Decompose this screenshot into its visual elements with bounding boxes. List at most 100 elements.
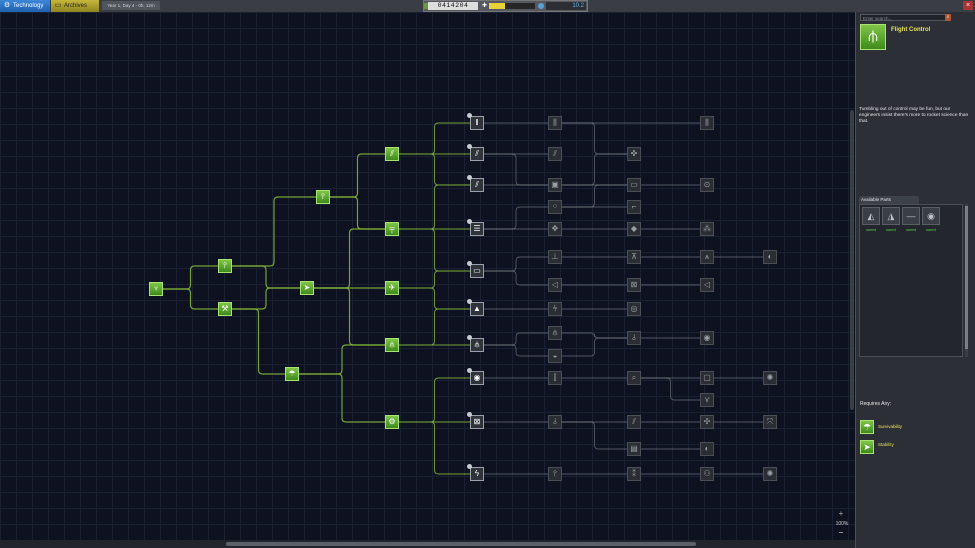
tech-node-electrics[interactable]: ϟ (470, 467, 484, 481)
tech-node-t5_7[interactable]: ▢ (700, 371, 714, 385)
tech-node-t3_6[interactable]: ⊥ (548, 250, 562, 264)
vertical-scrollbar[interactable] (850, 110, 854, 410)
tree-link (163, 288, 218, 310)
tech-node-advConstruction[interactable]: ☰ (470, 222, 484, 236)
available-indicator (467, 175, 472, 180)
tech-node-t5_3[interactable]: ⁂ (700, 222, 714, 236)
tech-node-t5_2[interactable]: ⊙ (700, 178, 714, 192)
tree-link (562, 332, 627, 339)
requirement-stability[interactable]: Stability (878, 442, 894, 447)
stability-icon[interactable]: ➤ (860, 440, 874, 454)
tech-node-t5_8[interactable]: ⋎ (700, 393, 714, 407)
parts-scrollbar-thumb[interactable] (965, 206, 968, 349)
tech-node-icon: ⫯ (223, 261, 227, 270)
tech-node-icon: ‖ (475, 118, 479, 127)
science-icon (538, 3, 544, 9)
tech-node-t4_12[interactable]: ⁑ (627, 467, 641, 481)
tech-node-advRocketry[interactable]: ⫽ (385, 147, 399, 161)
zoom-in-icon[interactable]: + (838, 509, 844, 518)
tech-node-icon: ◁ (551, 280, 559, 289)
tech-node-landing[interactable]: ▲ (470, 302, 484, 316)
strut-icon[interactable]: ― (902, 207, 920, 225)
tech-node-t3_11[interactable]: ⫿ (548, 371, 562, 385)
tech-node-t4_6[interactable]: ⊠ (627, 278, 641, 292)
tech-node-icon: ⫛ (474, 340, 480, 349)
available-indicator (467, 219, 472, 224)
tech-node-t5_6[interactable]: ◉ (700, 331, 714, 345)
search-icon[interactable]: ⌕ (945, 14, 951, 21)
tech-node-t4_11[interactable]: ▤ (627, 442, 641, 456)
tab-archives[interactable]: ▭ Archives (51, 0, 99, 12)
flight-control-icon: ⫛ (860, 24, 886, 50)
tech-node-t3_13[interactable]: ⫯ (548, 467, 562, 481)
tech-node-t4_4[interactable]: ◆ (627, 222, 641, 236)
tech-node-t6_4[interactable]: ✺ (763, 467, 777, 481)
tech-node-t3_10[interactable]: ◒ (548, 349, 562, 363)
tech-tree-canvas[interactable]: ♆ ⫯ ⚒ ⫯ ➤ ☂ ⫽ ╤ ✈ ⫛ ⚙ ‖ ⫽ ⫽ ☰ ▭ ▲ ⫛ ◉ ⊠ ϟ ⫼ ⫽ ▣ ⁘ ✥ ⊥ ◁ ⫩ ⫛ ◒ ⫿ ⫰ ⫯ ✜ ▭ ⌐ ◆ ⊼ ⊠… (0, 12, 855, 540)
tech-node-t6_2[interactable]: ✺ (763, 371, 777, 385)
tech-node-stability[interactable]: ➤ (300, 281, 314, 295)
parachute-icon[interactable]: ☂ (860, 420, 874, 434)
tech-node-t5_4[interactable]: ⩚ (700, 250, 714, 264)
probe-icon[interactable]: ◉ (922, 207, 940, 225)
tech-node-t5_9[interactable]: ✣ (700, 415, 714, 429)
tech-node-flightControl[interactable]: ⫛ (385, 338, 399, 352)
tech-node-t3_3[interactable]: ▣ (548, 178, 562, 192)
tech-node-icon: ✜ (630, 149, 638, 158)
winglet-icon[interactable]: ◮ (882, 207, 900, 225)
tree-link (163, 265, 218, 290)
tech-node-t4_5[interactable]: ⊼ (627, 250, 641, 264)
tech-node-aviation[interactable]: ✈ (385, 281, 399, 295)
horizontal-scrollbar[interactable] (0, 540, 855, 548)
tech-node-basicRocketry[interactable]: ⫯ (218, 259, 232, 273)
tech-node-t5_1[interactable]: ⫼ (700, 116, 714, 130)
tech-node-engineering101[interactable]: ⚒ (218, 302, 232, 316)
tech-node-t4_3[interactable]: ⌐ (627, 200, 641, 214)
tech-node-survivability[interactable]: ☂ (285, 367, 299, 381)
tech-node-t4_1[interactable]: ✜ (627, 147, 641, 161)
tech-node-basicScience[interactable]: ⚙ (385, 415, 399, 429)
zoom-out-icon[interactable]: − (838, 528, 844, 537)
fin-icon[interactable]: ◭ (862, 207, 880, 225)
tech-node-t3_4[interactable]: ⁘ (548, 200, 562, 214)
requirement-survivability[interactable]: Survivability (878, 424, 903, 429)
tech-node-propulsionSystems[interactable]: ⫽ (470, 147, 484, 161)
tech-node-t6_1[interactable]: ◐ (763, 250, 777, 264)
parts-scrollbar[interactable] (965, 204, 968, 357)
tech-node-t3_7[interactable]: ◁ (548, 278, 562, 292)
tech-node-t3_9[interactable]: ⫛ (548, 326, 562, 340)
tech-node-start[interactable]: ♆ (149, 282, 163, 296)
horizontal-scrollbar-thumb[interactable] (226, 542, 696, 546)
tech-node-t4_10[interactable]: ⫽ (627, 415, 641, 429)
available-parts-list: ◭ owned ◮ owned ― owned ◉ owned (859, 204, 963, 357)
tech-node-t6_3[interactable]: ⤧ (763, 415, 777, 429)
close-button[interactable]: × (963, 1, 973, 10)
tech-node-t4_2[interactable]: ▭ (627, 178, 641, 192)
tech-node-advFlightControl[interactable]: ⫛ (470, 338, 484, 352)
tech-node-t5_11[interactable]: ⚇ (700, 467, 714, 481)
tech-node-t5_10[interactable]: ◐ (700, 442, 714, 456)
tree-link (232, 287, 300, 310)
tech-node-t3_12[interactable]: ⫰ (548, 415, 562, 429)
tech-node-t3_2[interactable]: ⫽ (548, 147, 562, 161)
tech-node-t3_8[interactable]: ⫩ (548, 302, 562, 316)
tech-node-t3_5[interactable]: ✥ (548, 222, 562, 236)
tech-node-generalConstruction[interactable]: ╤ (385, 222, 399, 236)
tab-technology[interactable]: ⚙ Technology (0, 0, 50, 12)
tech-node-miniaturization[interactable]: ⊠ (470, 415, 484, 429)
tech-node-spaceExploration[interactable]: ◉ (470, 371, 484, 385)
tech-node-t4_8[interactable]: ⫰ (627, 331, 641, 345)
available-parts-tab[interactable]: Available Parts (859, 196, 919, 204)
tree-link (562, 153, 627, 186)
tech-node-fuelSystems[interactable]: ⫽ (470, 178, 484, 192)
search-input[interactable]: Enter search... (860, 14, 948, 21)
tech-node-generalRocketry[interactable]: ⫯ (316, 190, 330, 204)
tech-node-t5_5[interactable]: ◁ (700, 278, 714, 292)
tech-node-t3_1[interactable]: ⫼ (548, 116, 562, 130)
tech-node-heavyRocketry[interactable]: ‖ (470, 116, 484, 130)
tech-node-icon: ◆ (630, 224, 638, 233)
tech-node-t4_7[interactable]: ◎ (627, 302, 641, 316)
reputation-fill (489, 3, 506, 9)
tech-node-t4_9[interactable]: ⌕ (627, 371, 641, 385)
tech-node-aerodynamics[interactable]: ▭ (470, 264, 484, 278)
